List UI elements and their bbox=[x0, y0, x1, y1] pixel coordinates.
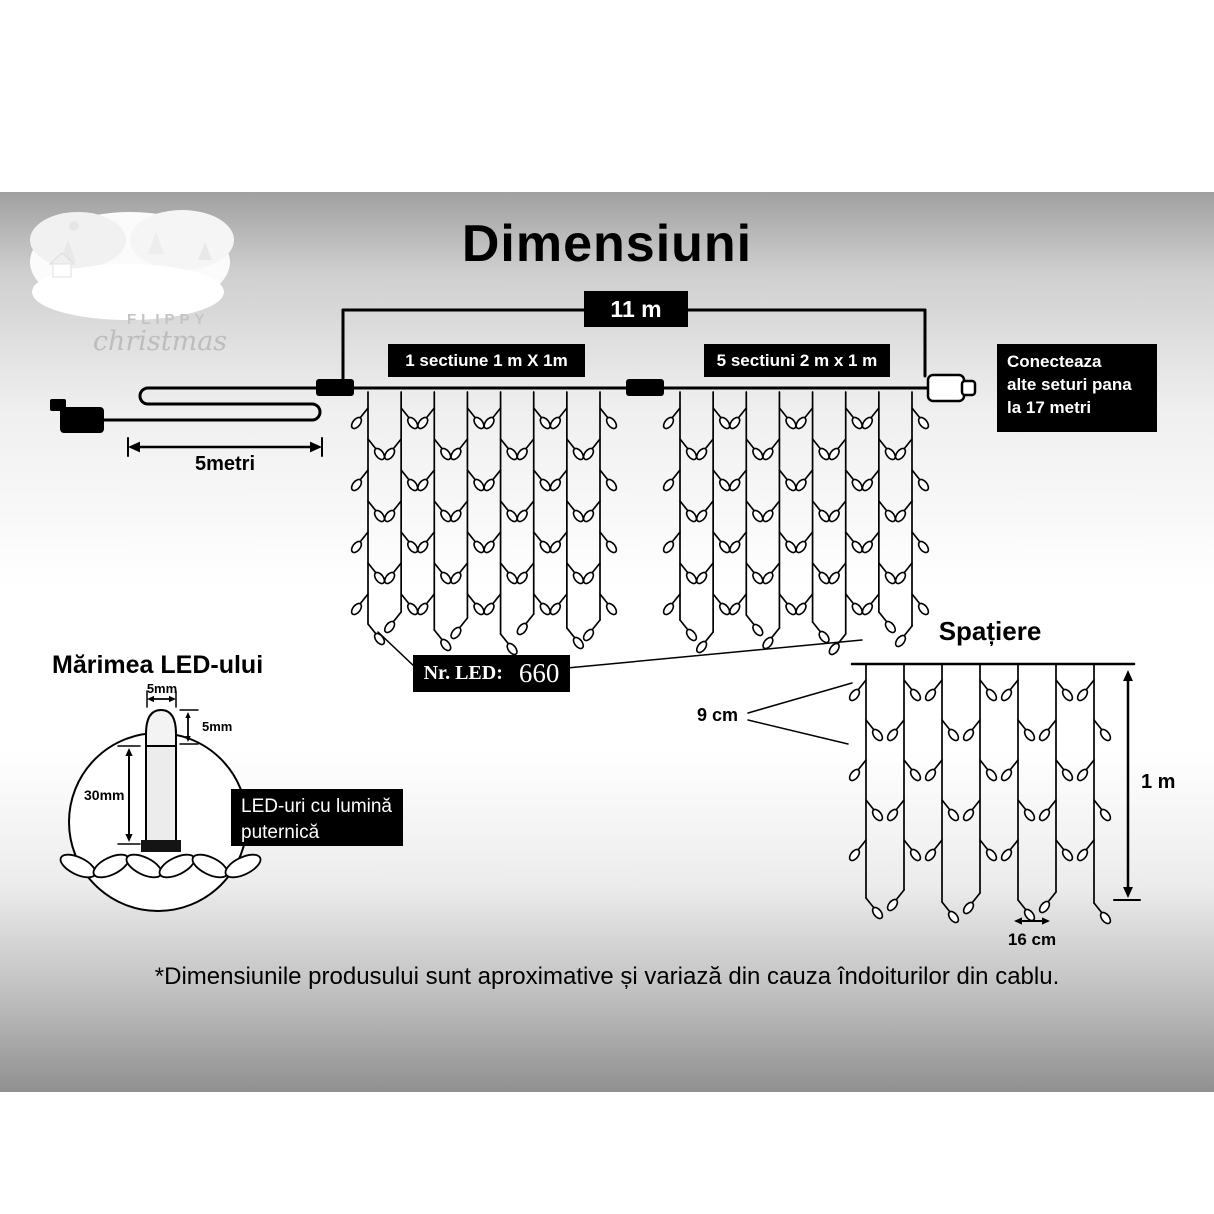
spacing-horizontal-gap-label: 9 cm bbox=[697, 705, 739, 725]
connect-note-box: Conecteaza alte seturi pana la 17 metri bbox=[997, 344, 1157, 432]
led-count-label: Nr. LED: bbox=[423, 662, 503, 684]
spacing-height-label: 1 m bbox=[1141, 771, 1176, 793]
spacing-section-title: Spațiere bbox=[938, 616, 1042, 646]
led-count-value: 660 bbox=[518, 658, 560, 688]
led-size-section-title: Mărimea LED-ului bbox=[52, 651, 264, 679]
connect-note-line-2: alte seturi pana bbox=[1007, 374, 1132, 394]
led-body-height-label: 30mm bbox=[84, 787, 125, 803]
connect-note-line-1: Conecteaza bbox=[1007, 352, 1102, 371]
page-title: Dimensiuni bbox=[461, 215, 753, 273]
led-width-label: 5mm bbox=[146, 681, 178, 696]
led-note-line-2: puternică bbox=[241, 821, 320, 843]
section-left-label: 1 sectiune 1 m X 1m bbox=[388, 344, 585, 377]
background-gradient bbox=[0, 192, 1214, 1092]
connect-note-line-3: la 17 metri bbox=[1007, 397, 1092, 417]
section-right-label: 5 sectiuni 2 m x 1 m bbox=[704, 344, 890, 377]
logo-script-text: christmas bbox=[92, 326, 228, 357]
lead-length-label: 5metri bbox=[194, 453, 256, 475]
led-note-box: LED-uri cu lumină puternică bbox=[231, 789, 403, 846]
total-width-label: 11 m bbox=[584, 291, 688, 327]
led-note-line-1: LED-uri cu lumină bbox=[241, 796, 392, 817]
footnote-text: *Dimensiunile produsului sunt aproximati… bbox=[154, 963, 1060, 990]
led-count-box: Nr. LED: 660 bbox=[413, 655, 570, 692]
spacing-bottom-gap-label: 16 cm bbox=[1007, 930, 1057, 949]
logo-brand-text: FLIPPY bbox=[127, 311, 210, 328]
led-dome-height-label: 5mm bbox=[202, 719, 233, 734]
